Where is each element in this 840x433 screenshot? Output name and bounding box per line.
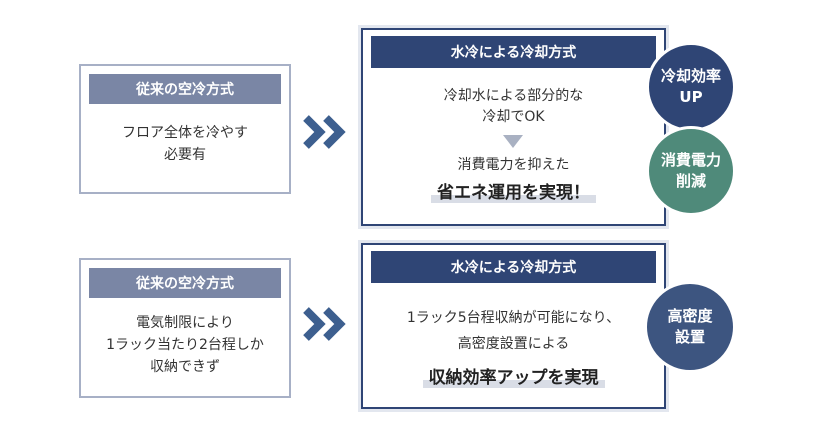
badge-high-density-installation: 高密度 設置 (644, 281, 736, 373)
text-line: フロア全体を冷やす (122, 125, 248, 141)
conventional-cooling-box-1: 従来の空冷方式 フロア全体を冷やす 必要有 (79, 64, 291, 194)
badge-line: 削減 (675, 172, 706, 190)
conventional-cooling-header-2: 従来の空冷方式 (89, 268, 281, 298)
conventional-cooling-header-1: 従来の空冷方式 (89, 74, 281, 104)
emphasis-wrap-1: 省エネ運用を実現！ (363, 178, 664, 203)
water-cooling-text-2: 1ラック5台程収納が可能になり、 高密度設置による (363, 305, 664, 357)
conventional-cooling-text-2: 電気制限により 1ラック当たり2台程しか 収納できず (81, 312, 289, 378)
text-line: 冷却水による部分的な (443, 88, 584, 104)
emphasis-wrap-2: 収納効率アップを実現 (363, 363, 664, 388)
badge-line: 冷却効率 (660, 67, 721, 85)
water-cooling-text-1: 冷却水による部分的な 冷却でOK (363, 86, 664, 128)
double-chevron-right-icon (300, 304, 352, 344)
badge-cooling-efficiency-up: 冷却効率 UP (646, 42, 736, 132)
badge-line: 設置 (674, 328, 705, 346)
double-chevron-right-icon (300, 112, 352, 152)
badge-line: UP (679, 88, 703, 106)
text-line: 1ラック当たり2台程しか (106, 337, 264, 353)
water-cooling-box-2: 水冷による冷却方式 1ラック5台程収納が可能になり、 高密度設置による 収納効率… (361, 243, 666, 409)
result-line-1: 消費電力を抑えた (457, 157, 570, 173)
down-triangle-icon (503, 134, 523, 148)
emphasis-text-2: 収納効率アップを実現 (422, 363, 605, 388)
conventional-cooling-box-2: 従来の空冷方式 電気制限により 1ラック当たり2台程しか 収納できず (79, 258, 291, 398)
water-cooling-header-1: 水冷による冷却方式 (371, 36, 656, 68)
text-line: 冷却でOK (482, 109, 545, 125)
badge-line: 高密度 (667, 307, 713, 325)
text-line: 必要有 (164, 147, 206, 163)
text-line: 1ラック5台程収納が可能になり、 (406, 310, 621, 326)
text-line: 収納できず (150, 359, 220, 375)
text-line: 電気制限により (136, 315, 234, 331)
emphasis-text-1: 省エネ運用を実現！ (431, 178, 596, 203)
badge-line: 消費電力 (660, 151, 721, 169)
text-line: 高密度設置による (457, 336, 570, 352)
badge-power-reduction: 消費電力 削減 (646, 126, 736, 216)
water-cooling-header-2: 水冷による冷却方式 (371, 251, 656, 283)
water-cooling-box-1: 水冷による冷却方式 冷却水による部分的な 冷却でOK 消費電力を抑えた 省エネ運… (361, 28, 666, 226)
conventional-cooling-text-1: フロア全体を冷やす 必要有 (81, 122, 289, 166)
